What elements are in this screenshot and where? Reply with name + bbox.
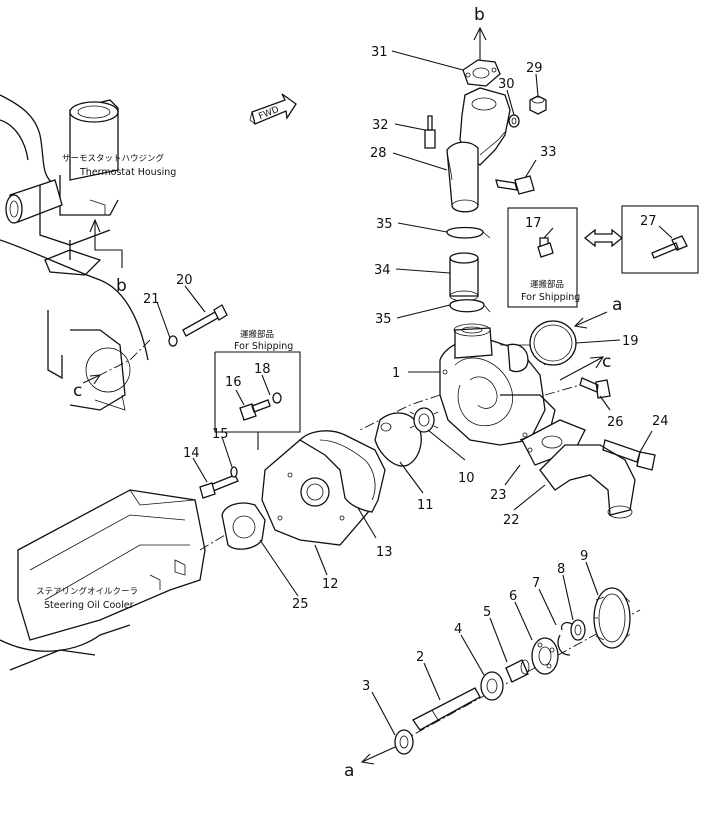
part-label-35a: 35 [376,217,393,232]
part-label-17: 17 [525,216,542,231]
part-label-23: 23 [490,488,507,503]
shipping-box-right [507,207,578,308]
leader-lines [156,50,673,736]
part-label-24: 24 [652,414,669,429]
part-label-21: 21 [143,292,160,307]
part-label-32: 32 [372,118,389,133]
thermostat-housing-caption-jp: サーモスタットハウジング [62,153,165,164]
water-pump-body [359,323,581,446]
shipping-caption-en-left: For Shipping [234,341,293,352]
part-label-1: 1 [392,366,400,381]
steering-oil-cooler-caption-en: Steering Oil Cooler [44,600,134,611]
part-label-9: 9 [580,549,588,564]
part-label-31: 31 [371,45,388,60]
part-label-20: 20 [176,273,193,288]
part-label-28: 28 [370,146,387,161]
part-label-10: 10 [458,471,475,486]
shipping-caption-jp-right: 運搬部品 [530,279,564,290]
part-label-19: 19 [622,334,639,349]
part-label-16: 16 [225,375,242,390]
engine-block-outline [47,310,151,411]
reference-letter-c-left: c [73,381,82,401]
thermostat-housing-caption-en: Thermostat Housing [79,167,176,178]
part-label-15: 15 [212,427,229,442]
part-label-22: 22 [503,513,520,528]
steering-oil-cooler-caption-jp: ステアリングオイルクーラ [36,586,138,597]
thermostat-housing-drawing [0,94,149,361]
part-number-labels: 31 30 29 32 28 33 35 34 35 17 27 19 1 26… [143,45,669,694]
part-label-2: 2 [416,650,424,665]
reference-letter-c-right: c [602,352,611,372]
part-label-29: 29 [526,61,543,76]
fwd-label: FWD [257,105,280,122]
part-label-8: 8 [557,562,565,577]
part-label-14: 14 [183,446,200,461]
part-label-18: 18 [254,362,271,377]
part-label-3: 3 [362,679,370,694]
reference-letter-b-left: b [116,276,127,296]
shipping-caption-en-right: For Shipping [521,292,580,303]
part-label-13: 13 [376,545,393,560]
part-label-5: 5 [483,605,491,620]
part-label-30: 30 [498,77,515,92]
part-label-7: 7 [532,576,540,591]
reference-letter-a-right: a [612,295,622,315]
reference-letter-a-bottom: a [344,761,354,781]
part-label-6: 6 [509,589,517,604]
fwd-arrow-icon [249,93,297,125]
part-label-4: 4 [454,622,462,637]
shipping-caption-jp-left: 運搬部品 [240,329,274,340]
part-label-25: 25 [292,597,309,612]
part-label-33: 33 [540,145,557,160]
part-label-12: 12 [322,577,339,592]
alternative-part-box [621,205,699,274]
part-label-35b: 35 [375,312,392,327]
part-label-26: 26 [607,415,624,430]
part-label-11: 11 [417,498,434,513]
alternative-arrow-icon [583,228,624,248]
reference-letter-b-top: b [474,5,485,25]
steering-oil-cooler-drawing [0,489,226,671]
shipping-box-left [214,351,301,433]
part-label-27: 27 [640,214,657,229]
part-label-34: 34 [374,263,391,278]
